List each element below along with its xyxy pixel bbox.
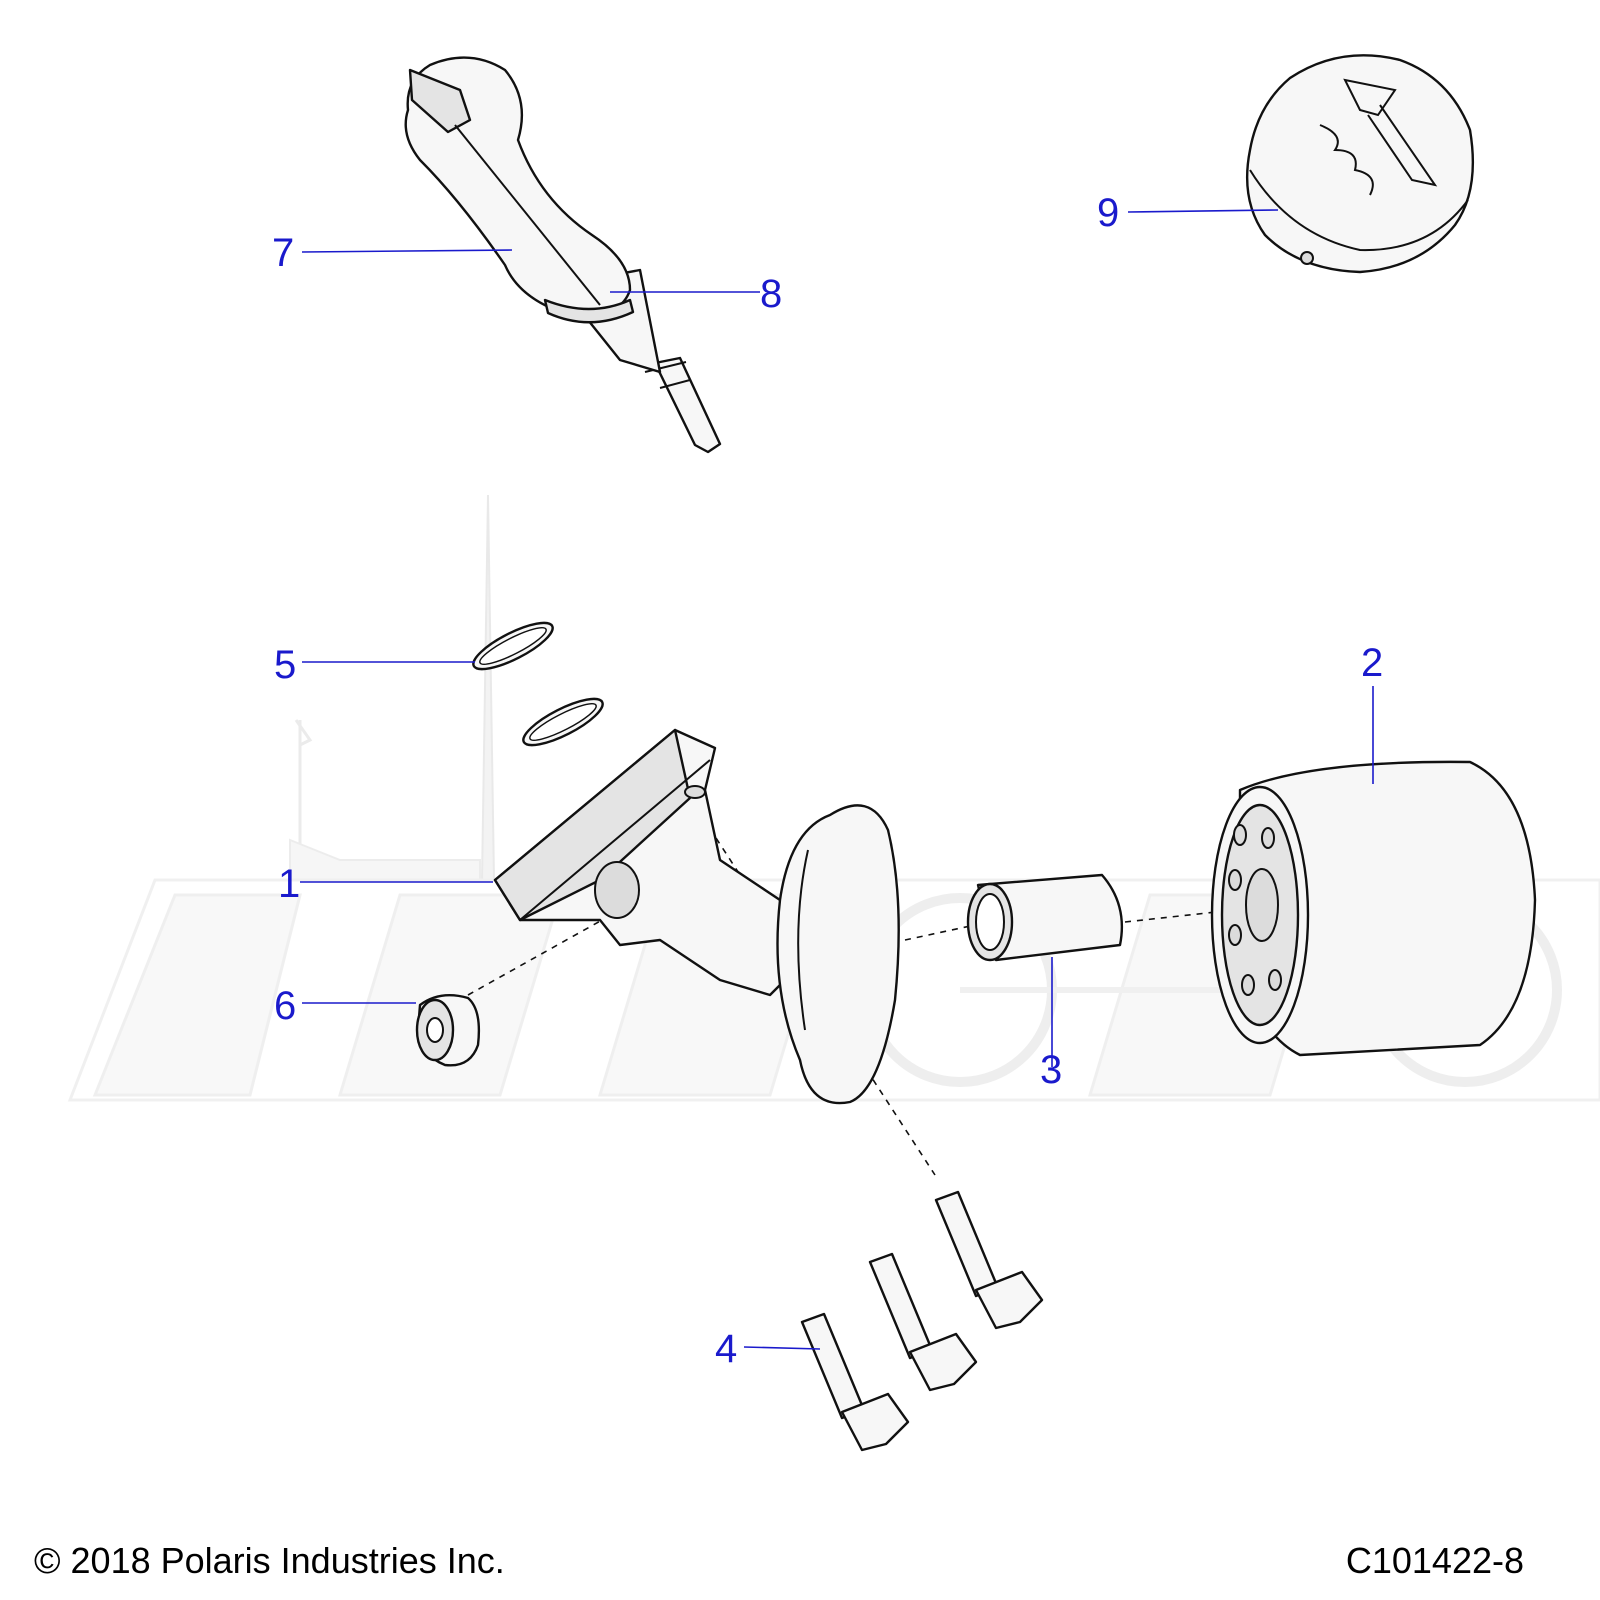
o-rings	[472, 621, 604, 747]
callout-1: 1	[278, 862, 300, 906]
callout-4: 4	[715, 1327, 737, 1371]
callout-8: 8	[760, 272, 782, 316]
assembly-lines	[467, 797, 1281, 1176]
bolts	[800, 1190, 1044, 1452]
callout-6: 6	[274, 984, 296, 1028]
oil-filter	[1210, 760, 1537, 1057]
dipstick	[404, 56, 722, 454]
copyright-notice: © 2018 Polaris Industries Inc.	[34, 1540, 505, 1581]
callout-2: 2	[1361, 641, 1383, 685]
callout-3: 3	[1040, 1048, 1062, 1092]
drawing-number: C101422-8	[1345, 1540, 1524, 1581]
threaded-nipple	[966, 873, 1124, 962]
callout-labels: 7 8 9 5 2 1 3 6 4	[272, 191, 1383, 1371]
callout-9: 9	[1097, 191, 1119, 235]
callout-5: 5	[274, 643, 296, 687]
plug	[415, 994, 481, 1067]
filter-adapter-housing	[493, 728, 900, 1105]
leader-lines	[300, 209, 1374, 1350]
oil-fill-cap	[1245, 54, 1475, 274]
callout-7: 7	[272, 231, 294, 275]
